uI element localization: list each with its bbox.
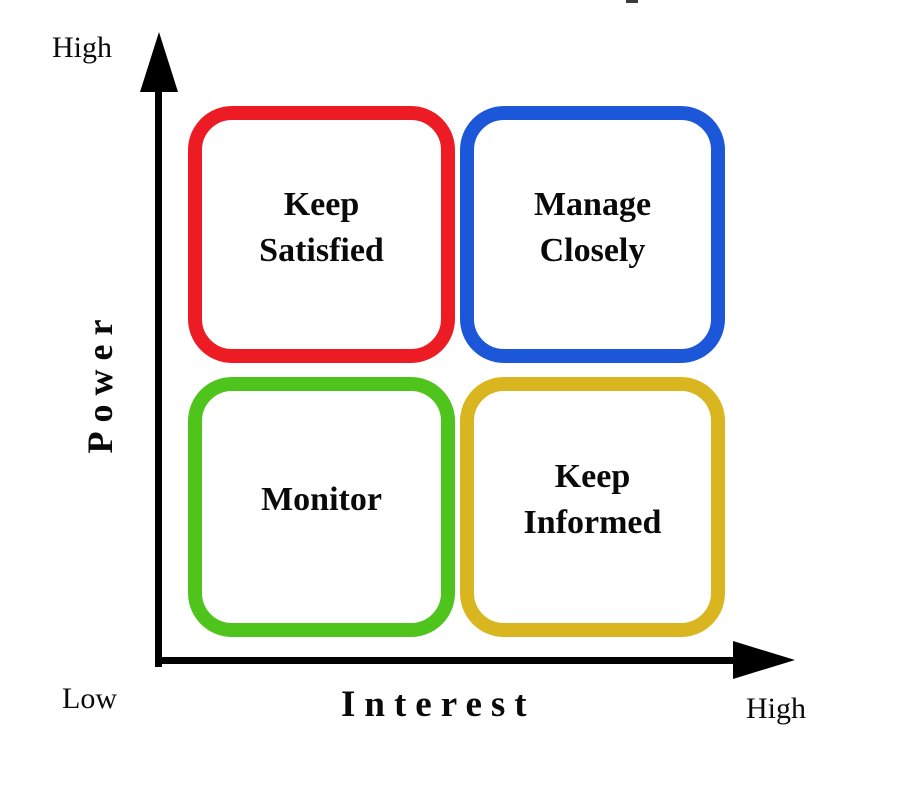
x-axis-arrowhead-icon bbox=[733, 641, 795, 679]
quadrant-keep-informed-label: Keep Informed bbox=[524, 454, 662, 545]
quadrant-label-line: Informed bbox=[523, 504, 662, 541]
x-axis-line bbox=[155, 657, 741, 664]
quadrant-label-line: Closely bbox=[539, 231, 646, 269]
y-axis-low-label: Low bbox=[62, 682, 117, 715]
quadrant-label-line: Keep bbox=[554, 458, 631, 496]
top-edge-artifact bbox=[626, 0, 638, 3]
quadrant-label-line: Monitor bbox=[261, 481, 382, 519]
y-axis-high-label: High bbox=[52, 31, 112, 64]
quadrant-label-line: Keep bbox=[283, 185, 360, 223]
quadrant-label-line: Satisfied bbox=[259, 231, 384, 269]
quadrant-keep-satisfied: Keep Satisfied bbox=[188, 106, 455, 363]
quadrant-keep-satisfied-label: Keep Satisfied bbox=[259, 182, 384, 273]
y-axis-arrowhead-icon bbox=[140, 32, 178, 92]
y-axis-title: Power bbox=[80, 310, 120, 454]
quadrant-monitor-label: Monitor bbox=[261, 477, 382, 523]
x-axis-high-label: High bbox=[746, 692, 806, 725]
quadrant-manage-closely: Manage Closely bbox=[460, 106, 725, 363]
quadrant-label-line: Manage bbox=[533, 185, 652, 223]
quadrant-manage-closely-label: Manage Closely bbox=[534, 182, 651, 273]
quadrant-monitor: Monitor bbox=[188, 377, 455, 637]
quadrant-keep-informed: Keep Informed bbox=[460, 377, 725, 637]
y-axis-line bbox=[155, 55, 162, 667]
x-axis-title: Interest bbox=[341, 684, 536, 725]
